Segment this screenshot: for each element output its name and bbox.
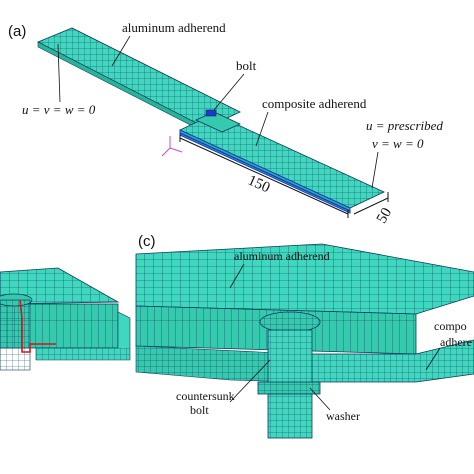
bolt-a: [205, 109, 217, 117]
panel-c-label: (c): [138, 233, 156, 250]
contact-path-b: [19, 299, 56, 353]
bc-prescribed-label-1: u = prescribed: [366, 118, 443, 133]
washer-label: washer: [326, 409, 360, 423]
aluminum-adherend-label-c: aluminum adherend: [234, 249, 330, 263]
length-dimension: 150: [245, 173, 272, 197]
axes-icon: [161, 136, 183, 157]
bolt-label-a: bolt: [236, 58, 257, 73]
countersunk-label-1: countersunk: [176, 389, 235, 403]
panel-a: (a) aluminum adherend bolt composite adh…: [8, 20, 443, 226]
composite-label-c-2: adhere: [440, 335, 472, 349]
bc-fixed-label: u = v = w = 0: [22, 102, 96, 117]
aluminum-adherend-label-a: aluminum adherend: [122, 20, 226, 35]
dimension-lines: [179, 134, 389, 218]
width-dimension: 50: [374, 205, 395, 226]
composite-adherend-label-a: composite adherend: [262, 96, 367, 111]
composite-label-c-1: compo: [434, 319, 467, 333]
panel-c: (c) aluminum adherend compo adhere count…: [135, 233, 474, 439]
panel-b-partial: [0, 267, 131, 371]
panel-a-label: (a): [8, 23, 26, 40]
bc-prescribed-label-2: v = w = 0: [372, 136, 424, 151]
countersunk-label-2: bolt: [190, 403, 209, 417]
